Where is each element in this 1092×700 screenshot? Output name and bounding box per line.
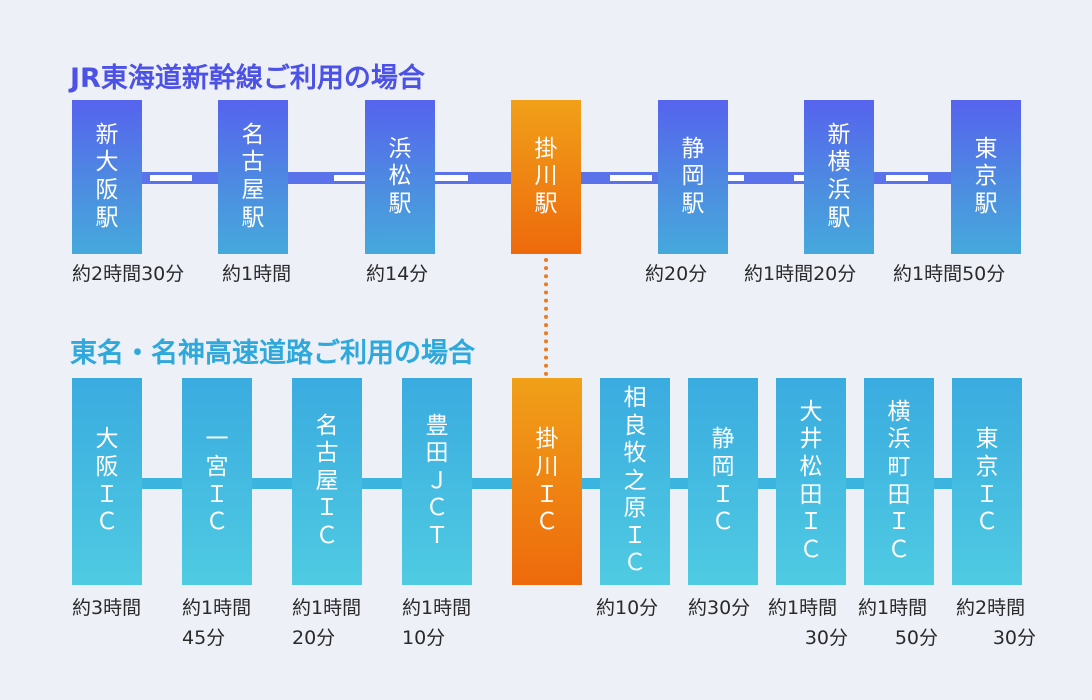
station-travel-time: 約1時間50分	[893, 263, 1006, 285]
interchange-travel-time: 30分	[992, 627, 1036, 649]
interchange-travel-time: 約2時間	[956, 597, 1026, 619]
interchange-travel-time: 約1時間	[292, 597, 362, 619]
kakegawa-connector	[544, 258, 548, 376]
station-travel-time: 約14分	[366, 263, 429, 285]
interchange-travel-time: 約3時間	[72, 597, 142, 619]
station-box: 新大阪駅	[72, 100, 142, 254]
interchange-travel-time: 約30分	[688, 597, 751, 619]
station-box: 新横浜駅	[804, 100, 874, 254]
interchange-travel-time: 約1時間	[402, 597, 472, 619]
station-travel-time: 約2時間30分	[72, 263, 185, 285]
station-box: 掛川駅	[511, 100, 581, 254]
station-travel-time: 約1時間	[222, 263, 292, 285]
interchange-travel-time: 約1時間	[182, 597, 252, 619]
station-box: 東京駅	[951, 100, 1021, 254]
shinkansen-title: JR東海道新幹線ご利用の場合	[70, 63, 425, 94]
interchange-travel-time: 20分	[292, 627, 336, 649]
station-box: 名古屋駅	[218, 100, 288, 254]
station-box: 静岡駅	[658, 100, 728, 254]
station-travel-time: 約20分	[645, 263, 708, 285]
highway-title: 東名・名神高速道路ご利用の場合	[70, 338, 475, 369]
interchange-travel-time: 50分	[894, 627, 938, 649]
interchange-travel-time: 10分	[402, 627, 446, 649]
station-box: 浜松駅	[365, 100, 435, 254]
interchange-travel-time: 約10分	[596, 597, 659, 619]
interchange-travel-time: 45分	[182, 627, 226, 649]
interchange-travel-time: 約1時間	[858, 597, 928, 619]
interchange-travel-time: 約1時間	[768, 597, 838, 619]
interchange-travel-time: 30分	[804, 627, 848, 649]
station-travel-time: 約1時間20分	[744, 263, 857, 285]
